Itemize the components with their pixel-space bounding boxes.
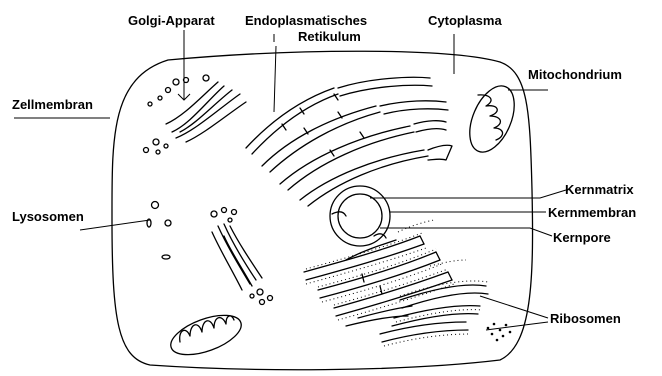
label-cytoplasm: Cytoplasma (428, 13, 502, 28)
label-endoplasmic-reticulum-line2: Retikulum (298, 29, 361, 44)
free-ribosomes (487, 323, 512, 342)
label-cell-membrane: Zellmembran (12, 97, 93, 112)
cell-membrane (112, 51, 533, 370)
rough-er (304, 220, 488, 346)
nuclear-membrane (330, 186, 390, 246)
label-endoplasmic-reticulum-line1: Endoplasmatisches (245, 13, 367, 28)
endoplasmic-reticulum (246, 77, 452, 206)
nucleus (330, 186, 390, 246)
golgi-apparatus (144, 75, 247, 154)
golgi-apparatus-2 (211, 208, 273, 305)
label-ribosomes: Ribosomen (550, 311, 621, 326)
label-mitochondrium: Mitochondrium (528, 67, 622, 82)
nuclear-matrix (338, 194, 382, 238)
label-nuclear-matrix: Kernmatrix (565, 182, 634, 197)
label-nuclear-pore: Kernpore (553, 230, 611, 245)
mitochondrium (461, 79, 523, 158)
label-golgi-apparatus: Golgi-Apparat (128, 13, 215, 28)
lysosomes (147, 202, 171, 260)
label-nuclear-membrane: Kernmembran (548, 205, 636, 220)
mitochondrium-2 (166, 307, 246, 362)
label-lysosomes: Lysosomen (12, 209, 84, 224)
